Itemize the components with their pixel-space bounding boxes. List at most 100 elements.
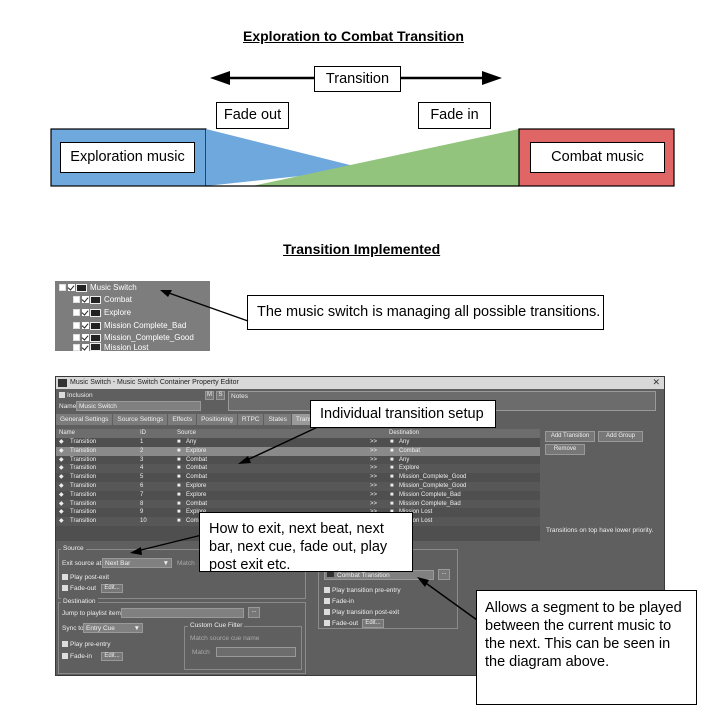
- source-icon: ■: [177, 491, 181, 498]
- tree-item[interactable]: Mission Lost: [73, 342, 149, 352]
- transition-icon: ◆: [59, 465, 64, 472]
- cue-match-field[interactable]: [216, 647, 296, 657]
- expand-icon[interactable]: [73, 334, 80, 341]
- play-post-exit-checkbox[interactable]: Play post-exit: [62, 574, 109, 581]
- expand-icon[interactable]: [73, 309, 80, 316]
- arrow-button[interactable]: >>: [370, 500, 378, 507]
- checkbox-icon[interactable]: [82, 296, 89, 303]
- arrow-button[interactable]: >>: [370, 456, 378, 463]
- source-icon: ■: [177, 456, 181, 463]
- arrow-button[interactable]: >>: [370, 474, 378, 481]
- transition-name: Transition: [70, 491, 97, 498]
- tree-item[interactable]: Combat: [73, 294, 132, 305]
- transition-id: 4: [140, 465, 144, 472]
- arrow-button[interactable]: >>: [370, 483, 378, 489]
- fade-out-checkbox[interactable]: Fade-out: [62, 585, 96, 592]
- transition-name: Transition: [70, 447, 97, 454]
- checkbox-icon[interactable]: [82, 322, 89, 329]
- individual-arrowhead: [238, 456, 251, 464]
- transition-destination: Mission Complete_Bad: [399, 491, 461, 498]
- add-group-button[interactable]: Add Group: [598, 431, 643, 442]
- expand-icon[interactable]: [73, 322, 80, 329]
- tab-effects[interactable]: Effects: [168, 414, 197, 425]
- custom-cue-label: Custom Cue Filter: [188, 622, 245, 629]
- exit-source-dropdown[interactable]: Next Bar▼: [102, 558, 172, 568]
- tree-root[interactable]: Music Switch: [59, 282, 137, 293]
- tree-item-label: Explore: [104, 308, 132, 317]
- expand-icon[interactable]: [73, 343, 80, 351]
- collapse-icon[interactable]: [59, 284, 66, 291]
- jump-to-browse-button[interactable]: ...: [248, 607, 260, 618]
- play-pre-entry-label: Play pre-entry: [70, 641, 111, 648]
- arrow-button[interactable]: >>: [370, 491, 378, 498]
- add-transition-button[interactable]: Add Transition: [545, 431, 595, 442]
- source-group: [58, 549, 306, 599]
- individual-callout: Individual transition setup: [310, 400, 496, 428]
- check-icon: [62, 653, 68, 660]
- tab-positioning[interactable]: Positioning: [197, 414, 237, 425]
- expand-icon[interactable]: [73, 296, 80, 303]
- destination-icon: ■: [390, 439, 394, 445]
- tree-item[interactable]: Mission_Complete_Good: [73, 332, 194, 343]
- checkbox-icon[interactable]: [82, 309, 89, 316]
- table-header: Name ID Source Destination: [56, 429, 540, 438]
- checkbox-icon[interactable]: [68, 284, 75, 291]
- arrow-button[interactable]: >>: [370, 447, 378, 454]
- jump-to-field[interactable]: [121, 608, 244, 618]
- transition-icon: ◆: [59, 447, 64, 454]
- segment-browse-button[interactable]: ...: [438, 569, 450, 580]
- solo-button[interactable]: S: [216, 391, 225, 400]
- music-switch-tree: Music Switch Combat Explore Mission Comp…: [55, 281, 210, 352]
- play-transition-pre-entry-label: Play transition pre-entry: [332, 587, 401, 594]
- name-field[interactable]: Music Switch: [76, 401, 201, 411]
- sync-to-value: Entry Cue: [86, 625, 115, 632]
- tree-item[interactable]: Mission Complete_Bad: [73, 320, 186, 331]
- play-transition-pre-entry-checkbox[interactable]: Play transition pre-entry: [324, 587, 401, 594]
- transition-name: Transition: [70, 474, 97, 481]
- cue-match-label: Match: [192, 649, 210, 656]
- remove-button[interactable]: Remove: [545, 444, 585, 455]
- sync-to-dropdown[interactable]: Entry Cue ▼: [83, 623, 143, 633]
- tree-item[interactable]: Explore: [73, 307, 131, 318]
- segment-fade-out-edit-button[interactable]: Edit...: [362, 619, 384, 628]
- fade-out-edit-button[interactable]: Edit...: [101, 584, 123, 593]
- play-pre-entry-checkbox[interactable]: Play pre-entry: [62, 641, 110, 648]
- segment-fade-in-checkbox[interactable]: Fade-in: [324, 598, 354, 605]
- col-id: ID: [140, 430, 146, 436]
- tab-general-settings[interactable]: General Settings: [56, 414, 113, 425]
- chevron-down-icon: ▼: [133, 625, 140, 632]
- mute-button[interactable]: M: [205, 391, 214, 400]
- transition-source: Explore: [186, 509, 207, 516]
- tab-rtpc[interactable]: RTPC: [237, 414, 264, 425]
- checkbox-icon[interactable]: [82, 334, 89, 341]
- name-value: Music Switch: [79, 403, 117, 410]
- checkbox-icon[interactable]: [82, 343, 89, 351]
- tree-item-label: Mission Lost: [104, 342, 149, 352]
- transition-icon: ◆: [59, 456, 64, 463]
- col-name: Name: [59, 430, 76, 436]
- play-transition-post-exit-checkbox[interactable]: Play transition post-exit: [324, 609, 399, 616]
- check-icon: [324, 598, 330, 605]
- tab-states[interactable]: States: [264, 414, 291, 425]
- fade-in-checkbox[interactable]: Fade-in: [62, 653, 92, 660]
- tab-source-settings[interactable]: Source Settings: [113, 414, 168, 425]
- fade-in-edit-button[interactable]: Edit...: [101, 652, 123, 661]
- close-icon[interactable]: ✕: [652, 377, 660, 387]
- check-icon: [324, 609, 330, 616]
- inclusion-checkbox[interactable]: Inclusion: [59, 392, 93, 399]
- transition-name: Transition: [70, 500, 97, 507]
- arrow-button[interactable]: >>: [370, 439, 378, 445]
- source-icon: ■: [177, 447, 181, 454]
- segment-fade-out-checkbox[interactable]: Fade-out: [324, 620, 358, 627]
- arrow-button[interactable]: >>: [370, 465, 378, 472]
- transition-label: Transition: [314, 66, 401, 92]
- fade-in-wedge: [252, 129, 519, 186]
